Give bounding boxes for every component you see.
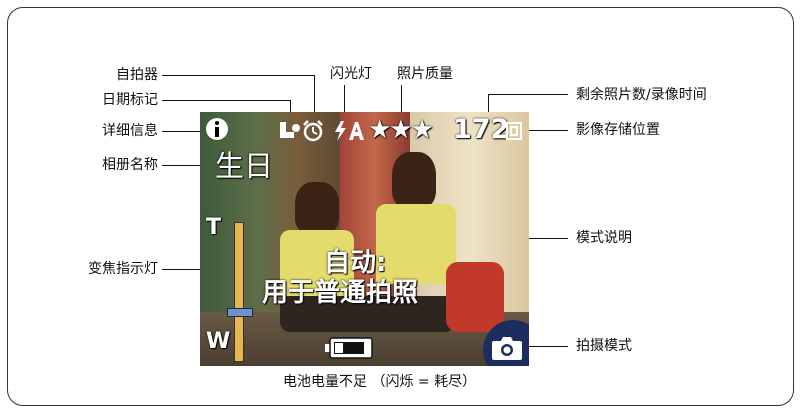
- photo-child-right-shirt: [376, 204, 456, 284]
- label-battery-low: 电池电量不足 （闪烁 = 耗尽）: [283, 374, 477, 390]
- leader-storage: [520, 130, 568, 131]
- self-timer-icon: [303, 120, 323, 142]
- storage-location-icon: [506, 122, 522, 140]
- zoom-tele-label: T: [206, 215, 222, 240]
- quality-stars-icon: ★★★: [368, 115, 434, 145]
- leader-remaining: [488, 94, 568, 95]
- album-name-text: 生日: [215, 149, 274, 183]
- zoom-bar: [227, 222, 253, 362]
- mode-description-line2: 用于普通拍照: [262, 278, 419, 308]
- remaining-count: 172: [453, 114, 510, 145]
- label-self-timer: 自拍器: [116, 67, 158, 83]
- label-date-stamp: 日期标记: [102, 92, 158, 108]
- date-stamp-icon: [280, 122, 300, 138]
- label-remaining: 剩余照片数/录像时间: [576, 87, 707, 103]
- camera-screen: ★★★ 172 生日 T W 自动: 用于普通拍照: [200, 112, 529, 366]
- label-album-name: 相册名称: [102, 157, 158, 173]
- label-shooting-mode: 拍摄模式: [576, 338, 632, 354]
- photo-red-bag: [446, 262, 504, 332]
- label-photo-quality: 照片质量: [397, 66, 453, 82]
- mode-description-line1: 自动:: [324, 248, 387, 278]
- leader-self-timer-v: [314, 75, 315, 115]
- photo-child-left-head: [295, 182, 339, 234]
- flash-auto-icon: [335, 121, 364, 141]
- leader-album-name: [162, 165, 207, 166]
- shooting-mode-badge: [483, 320, 529, 366]
- label-mode-description: 模式说明: [576, 230, 632, 246]
- label-flash: 闪光灯: [330, 66, 372, 82]
- leader-shooting-mode: [525, 346, 568, 347]
- label-storage-location: 影像存储位置: [576, 122, 660, 138]
- leader-self-timer: [162, 75, 314, 76]
- leader-date-stamp-v: [290, 100, 291, 116]
- photo-child-left-shirt: [280, 230, 354, 296]
- leader-quality: [401, 85, 402, 114]
- zoom-marker: [227, 308, 253, 318]
- label-zoom-indicator: 变焦指示灯: [88, 261, 158, 277]
- leader-flash: [344, 85, 345, 114]
- photo-legs: [280, 296, 455, 332]
- leader-remaining-v: [488, 94, 489, 114]
- leader-date-stamp: [162, 100, 290, 101]
- leader-zoom: [162, 269, 215, 270]
- camera-icon: [492, 337, 522, 360]
- photo-child-right-head: [392, 152, 436, 208]
- battery-low-icon: [325, 337, 373, 359]
- leader-info: [162, 131, 206, 132]
- zoom-wide-label: W: [206, 329, 231, 354]
- label-info: 详细信息: [102, 123, 158, 139]
- info-icon: [206, 118, 228, 140]
- outer-frame: [7, 7, 794, 406]
